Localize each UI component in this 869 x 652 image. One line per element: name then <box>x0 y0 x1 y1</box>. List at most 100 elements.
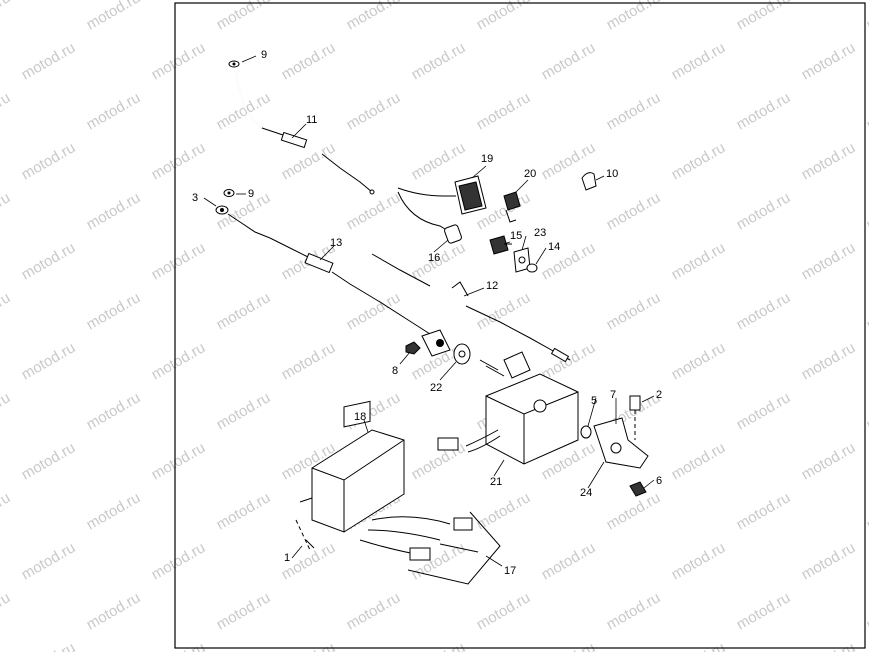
watermark-text: motod.ru <box>734 0 794 33</box>
watermark-text: motod.ru <box>149 639 209 652</box>
callout-9-top: 9 <box>261 49 267 61</box>
watermark-text: motod.ru <box>734 189 794 233</box>
watermark-text: motod.ru <box>214 389 274 433</box>
watermark-text: motod.ru <box>799 239 859 283</box>
watermark-text: motod.ru <box>214 589 274 633</box>
watermark-text: motod.ru <box>864 0 869 33</box>
watermark-text: motod.ru <box>669 39 729 83</box>
watermark-text: motod.ru <box>214 289 274 333</box>
callout-18: 18 <box>354 411 366 423</box>
watermark-text: motod.ru <box>604 89 664 133</box>
watermark-text: motod.ru <box>604 589 664 633</box>
watermark-text: motod.ru <box>0 389 13 433</box>
watermark-text: motod.ru <box>539 539 599 583</box>
watermark-text: motod.ru <box>539 639 599 652</box>
callout-19: 19 <box>481 153 493 165</box>
watermark-text: motod.ru <box>474 0 534 33</box>
watermark-text: motod.ru <box>474 289 534 333</box>
watermark-text: motod.ru <box>864 589 869 633</box>
watermark-text: motod.ru <box>864 489 869 533</box>
watermark-text: motod.ru <box>539 39 599 83</box>
cable-11-assembly <box>228 60 375 195</box>
diagram-frame <box>174 2 866 649</box>
module-18-harness-17 <box>295 400 501 585</box>
leader-lines <box>203 55 655 567</box>
watermark-text: motod.ru <box>149 539 209 583</box>
watermark-text: motod.ru <box>669 639 729 652</box>
watermark-text: motod.ru <box>0 289 13 333</box>
callout-1: 1 <box>284 552 290 564</box>
watermark-text: motod.ru <box>604 289 664 333</box>
watermark-text: motod.ru <box>344 0 404 33</box>
watermark-text: motod.ru <box>669 139 729 183</box>
callout-17: 17 <box>504 565 516 577</box>
watermark-text: motod.ru <box>214 89 274 133</box>
watermark-text: motod.ru <box>734 589 794 633</box>
watermark-text: motod.ru <box>734 289 794 333</box>
watermark-text: motod.ru <box>799 339 859 383</box>
callout-9-lower: 9 <box>248 188 254 200</box>
watermark-text: motod.ru <box>0 489 13 533</box>
watermark-text: motod.ru <box>19 539 79 583</box>
callout-7: 7 <box>610 389 616 401</box>
watermark-text: motod.ru <box>149 239 209 283</box>
watermark-text: motod.ru <box>149 139 209 183</box>
parts-8-22 <box>405 329 471 365</box>
watermark-text: motod.ru <box>669 539 729 583</box>
watermark-text: motod.ru <box>734 389 794 433</box>
watermark-text: motod.ru <box>799 439 859 483</box>
callout-6: 6 <box>656 475 662 487</box>
watermark-text: motod.ru <box>19 39 79 83</box>
watermark-text: motod.ru <box>149 339 209 383</box>
watermark-text: motod.ru <box>864 289 869 333</box>
watermark-text: motod.ru <box>344 89 404 133</box>
callout-20: 20 <box>524 168 536 180</box>
watermark-text: motod.ru <box>539 339 599 383</box>
watermark-text: motod.ru <box>19 439 79 483</box>
cable-12-assembly <box>371 253 571 363</box>
watermark-text: motod.ru <box>84 89 144 133</box>
watermark-text: motod.ru <box>19 339 79 383</box>
callout-16: 16 <box>428 252 440 264</box>
callout-3: 3 <box>192 192 198 204</box>
bracket-24-hardware <box>580 395 649 497</box>
watermark-text: motod.ru <box>84 0 144 33</box>
watermark-text: motod.ru <box>669 339 729 383</box>
watermark-text: motod.ru <box>19 639 79 652</box>
watermark-text: motod.ru <box>19 139 79 183</box>
switch-19-16 <box>397 175 487 244</box>
watermark-text: motod.ru <box>864 89 869 133</box>
callout-2: 2 <box>656 389 662 401</box>
watermark-text: motod.ru <box>149 439 209 483</box>
watermark-text: motod.ru <box>344 589 404 633</box>
watermark-text: motod.ru <box>669 239 729 283</box>
watermark-text: motod.ru <box>84 189 144 233</box>
watermark-text: motod.ru <box>409 639 469 652</box>
watermark-text: motod.ru <box>799 539 859 583</box>
watermark-text: motod.ru <box>84 589 144 633</box>
callout-24: 24 <box>580 487 592 499</box>
watermark-text: motod.ru <box>669 439 729 483</box>
watermark-text: motod.ru <box>604 189 664 233</box>
watermark-text: motod.ru <box>149 39 209 83</box>
watermark-text: motod.ru <box>214 0 274 33</box>
watermark-text: motod.ru <box>799 139 859 183</box>
watermark-text: motod.ru <box>409 39 469 83</box>
callout-22: 22 <box>430 382 442 394</box>
watermark-text: motod.ru <box>0 89 13 133</box>
callout-13: 13 <box>330 237 342 249</box>
watermark-text: motod.ru <box>604 489 664 533</box>
watermark-text: motod.ru <box>474 89 534 133</box>
watermark-text: motod.ru <box>344 189 404 233</box>
callout-21: 21 <box>490 476 502 488</box>
callout-12: 12 <box>486 280 498 292</box>
watermark-text: motod.ru <box>84 489 144 533</box>
watermark-text: motod.ru <box>0 589 13 633</box>
watermark-text: motod.ru <box>864 389 869 433</box>
small-parts-10-14-15-20-23 <box>489 172 597 273</box>
watermark-text: motod.ru <box>0 0 13 33</box>
callout-10: 10 <box>606 168 618 180</box>
watermark-text: motod.ru <box>214 489 274 533</box>
callout-11: 11 <box>306 114 317 126</box>
